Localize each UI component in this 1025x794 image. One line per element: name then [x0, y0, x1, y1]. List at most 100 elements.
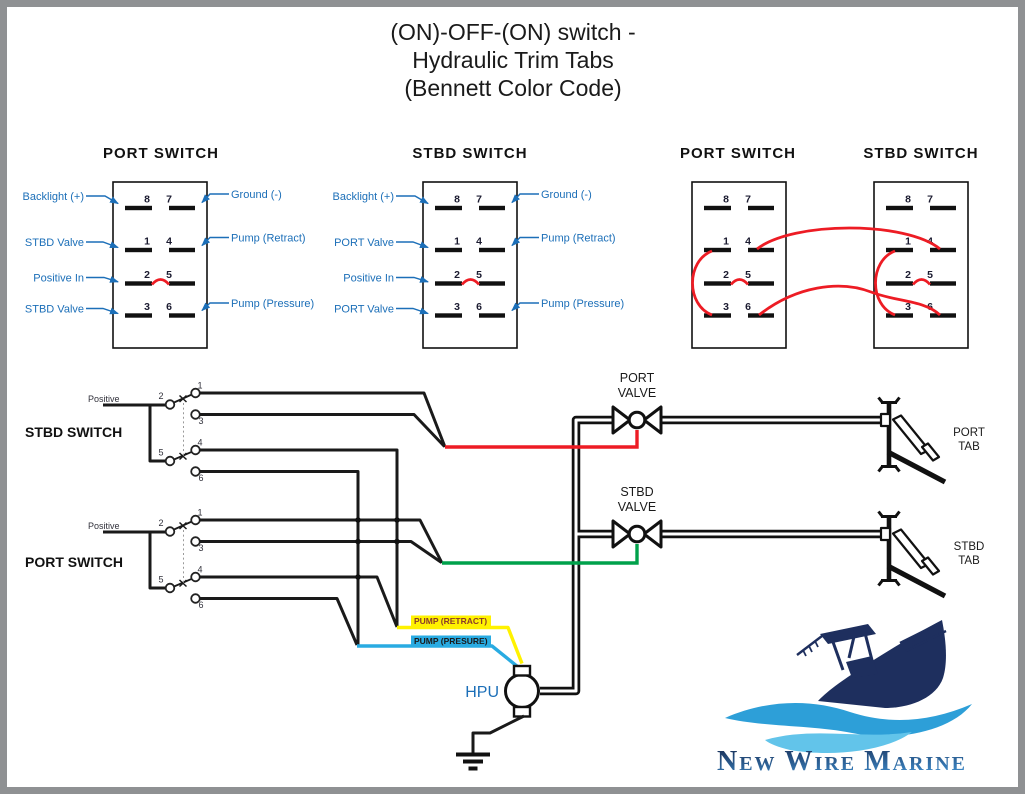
pump-presure-label: PUMP (PRESURE) [414, 636, 488, 646]
port-tab-label-2: TAB [958, 441, 980, 453]
switch-title: STBD SWITCH [863, 145, 978, 162]
label-backlight: Backlight (+) [333, 191, 394, 203]
jumper-4-to-4 [756, 226, 941, 251]
pin-3: 3 [723, 301, 729, 313]
switch-labels-right: Ground (-) Pump (Retract) Pump (Pressure… [201, 189, 314, 312]
ground-symbol [456, 752, 490, 771]
pin-8: 8 [905, 194, 911, 206]
label-ground: Ground (-) [231, 189, 282, 201]
stbd-valve-label-1: STBD [620, 485, 653, 499]
jumper-2-5 [911, 278, 932, 286]
stbd-switch-mechanism: STBD SWITCH Positive 2 1 3 4 5 6 [25, 381, 204, 484]
stbd-tab-label-2: TAB [958, 555, 980, 567]
pin-7: 7 [745, 194, 751, 206]
label-ground: Ground (-) [541, 189, 592, 201]
jumper-6-to-6 [758, 284, 941, 317]
pump-retract-label: PUMP (RETRACT) [414, 616, 487, 626]
switch-pin-numbers: 8 7 1 4 2 5 3 6 [723, 194, 751, 314]
pump-retract-label-bg [411, 615, 491, 626]
port-jumper-1-3 [691, 249, 713, 317]
pin-5: 5 [476, 269, 482, 281]
pin-1: 1 [144, 236, 150, 248]
stbd-tab-actuator: STBD TAB [877, 510, 985, 599]
pin-5: 5 [927, 269, 933, 281]
label-pump-retract: Pump (Retract) [541, 233, 616, 245]
jumper-2-5 [729, 278, 750, 286]
pin-4: 4 [166, 236, 172, 248]
label-pump-retract: Pump (Retract) [231, 233, 306, 245]
port-valve: PORT VALVE [611, 371, 663, 435]
port-valve-label-2: VALVE [618, 386, 656, 400]
label-pump-pressure: Pump (Pressure) [231, 298, 314, 310]
pin-5: 5 [166, 269, 172, 281]
label-positive-in: Positive In [343, 273, 394, 285]
colored-wires [357, 430, 639, 669]
pin-5: 5 [158, 448, 163, 458]
logo-m: M [864, 746, 892, 777]
pin-6: 6 [166, 301, 172, 313]
stbd-switch-pinout: STBD SWITCH 8 7 1 4 2 5 3 6 Backlight (+… [333, 145, 624, 349]
hpu-motor [504, 673, 540, 709]
port-switch-label: PORT SWITCH [25, 554, 123, 570]
yellow-wire-pump-retract [397, 625, 524, 665]
port-valve-label-1: PORT [620, 371, 655, 385]
pin-2: 2 [144, 269, 150, 281]
logo-w: W [785, 746, 815, 777]
pin-7: 7 [927, 194, 933, 206]
pin-8: 8 [723, 194, 729, 206]
pin-7: 7 [166, 194, 172, 206]
stbd-valve-label-2: VALVE [618, 500, 656, 514]
stbd-switch-label: STBD SWITCH [25, 424, 122, 440]
switch-title: PORT SWITCH [680, 145, 796, 162]
jumper-2-5 [460, 278, 481, 286]
pin-4: 4 [197, 438, 202, 448]
hpu-unit: HPU [456, 664, 540, 771]
boat-ttop [820, 624, 876, 644]
label-stbd-valve-2: STBD Valve [25, 304, 84, 316]
pin-2: 2 [723, 269, 729, 281]
port-switch-mechanism: PORT SWITCH Positive 2 1 3 4 5 6 [25, 508, 204, 611]
label-port-valve-2: PORT Valve [334, 304, 394, 316]
pin-1: 1 [905, 236, 911, 248]
wave-secondary [765, 732, 912, 753]
stbd-tab-label-1: STBD [954, 541, 985, 553]
switch-labels-left: Backlight (+) STBD Valve Positive In STB… [23, 191, 119, 316]
title-line-3: (Bennett Color Code) [404, 75, 621, 101]
red-wire-port-valve [445, 430, 639, 449]
pin-6: 6 [198, 600, 203, 610]
pin-3: 3 [454, 301, 460, 313]
pin-2: 2 [158, 391, 163, 401]
label-stbd-valve-1: STBD Valve [25, 237, 84, 249]
pin-1: 1 [197, 381, 202, 391]
black-wires [199, 391, 447, 646]
page-title: (ON)-OFF-(ON) switch - Hydraulic Trim Ta… [390, 19, 635, 101]
logo-arine: ARINE [893, 753, 967, 775]
pin-2: 2 [905, 269, 911, 281]
pin-3: 3 [198, 416, 203, 426]
switch-labels-left: Backlight (+) PORT Valve Positive In POR… [333, 191, 429, 316]
label-port-valve-1: PORT Valve [334, 237, 394, 249]
diagram-canvas: (ON)-OFF-(ON) switch - Hydraulic Trim Ta… [23, 19, 985, 777]
switch-pin-numbers: 8 7 1 4 2 5 3 6 [144, 194, 172, 314]
pin-5: 5 [745, 269, 751, 281]
pin-6: 6 [745, 301, 751, 313]
pin-8: 8 [144, 194, 150, 206]
pin-6: 6 [198, 473, 203, 483]
switch-title: STBD SWITCH [412, 145, 527, 162]
ground-wire [471, 714, 525, 753]
stbd-switch-jumpered: STBD SWITCH 8 7 1 4 2 5 3 6 [863, 145, 978, 349]
title-line-2: Hydraulic Trim Tabs [412, 47, 614, 73]
hpu-terminal-bottom [512, 705, 532, 718]
pump-wire-labels: PUMP (RETRACT) PUMP (PRESURE) [411, 615, 491, 646]
pin-6: 6 [476, 301, 482, 313]
pin-4: 4 [476, 236, 482, 248]
title-line-1: (ON)-OFF-(ON) switch - [390, 19, 635, 45]
logo-n: N [717, 746, 739, 777]
label-pump-pressure: Pump (Pressure) [541, 298, 624, 310]
jumper-2-5 [150, 278, 171, 286]
boat-illustration [725, 620, 972, 753]
pin-8: 8 [454, 194, 460, 206]
logo-ire: IRE [815, 753, 857, 775]
switch-pads [886, 205, 956, 318]
